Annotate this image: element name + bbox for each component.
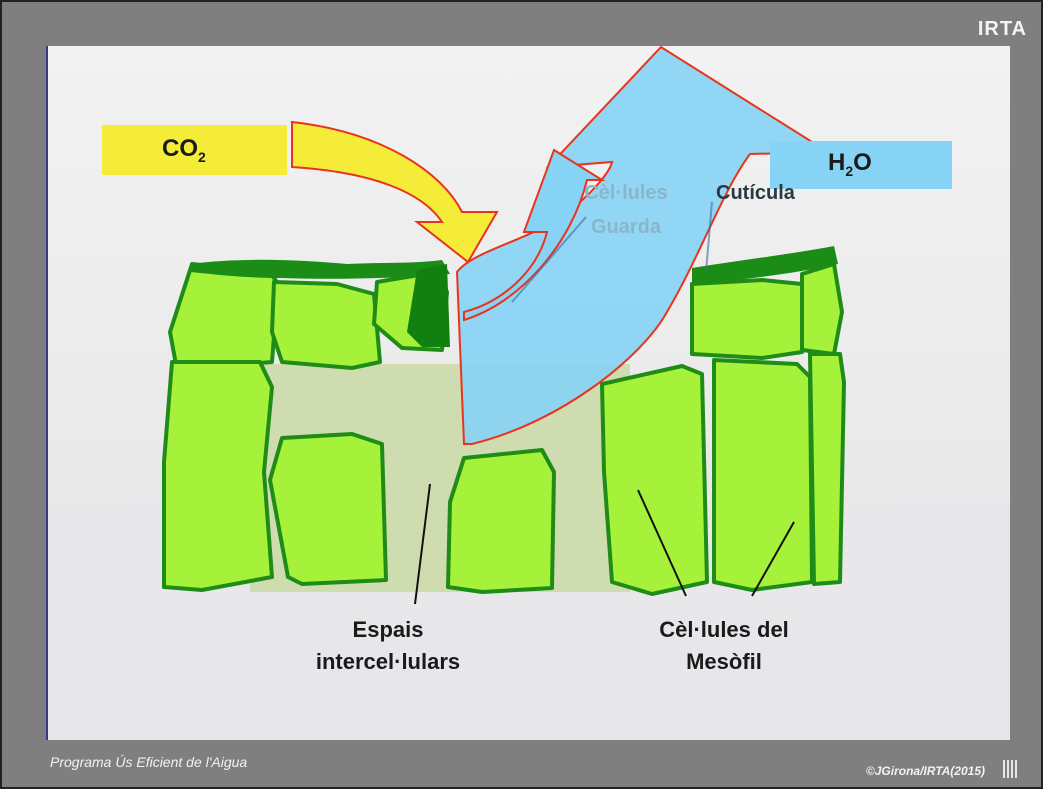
- mesophyll-label: Cèl·lules del Mesòfil: [659, 617, 789, 674]
- cuticle-leader: [705, 201, 713, 273]
- co2-arrow: [291, 120, 499, 264]
- h2o-label: H2O: [828, 149, 872, 179]
- h2o-inner-arrow: [463, 148, 606, 322]
- footer-program: Programa Ús Eficient de l'Aigua: [50, 754, 248, 770]
- guard-cells-label: Cèl·lules Guarda: [584, 182, 668, 238]
- cuticle-band-left: [190, 259, 450, 279]
- intercellular-leader: [414, 483, 431, 605]
- mesophyll-cell-right-2: [712, 358, 814, 592]
- guard-leader: [511, 216, 587, 303]
- mesophyll-cell-center: [446, 448, 556, 594]
- epidermal-cell-left: [168, 262, 280, 372]
- co2-label: CO2: [162, 135, 206, 165]
- mesophyll-cell-left-tall: [162, 360, 274, 592]
- intercellular-label: Espais intercel·lulars: [315, 617, 461, 674]
- mesophyll-cell-right-3: [808, 352, 846, 586]
- epidermal-cell-right-1: [690, 278, 804, 360]
- mesophyll-cell-right-1: [600, 364, 709, 596]
- footer-mark-icon: [1003, 760, 1017, 778]
- guard-cell-dark: [407, 264, 450, 347]
- h2o-label-box: [770, 141, 952, 189]
- mesophyll-leader-1: [637, 489, 687, 597]
- cuticle-label: Cutícula: [716, 182, 795, 204]
- footer-copyright: ©JGirona/IRTA(2015): [865, 764, 985, 778]
- mesophyll-cell-left-box: [268, 432, 388, 586]
- epidermal-cell-mid: [270, 280, 382, 370]
- h2o-arrow: [455, 45, 832, 445]
- co2-label-box: [102, 125, 287, 175]
- cuticle-band-right: [692, 246, 838, 284]
- irta-logo: IRTA: [977, 18, 1027, 40]
- epidermal-cell-right-2: [800, 262, 844, 356]
- mesophyll-leader-2: [751, 521, 795, 597]
